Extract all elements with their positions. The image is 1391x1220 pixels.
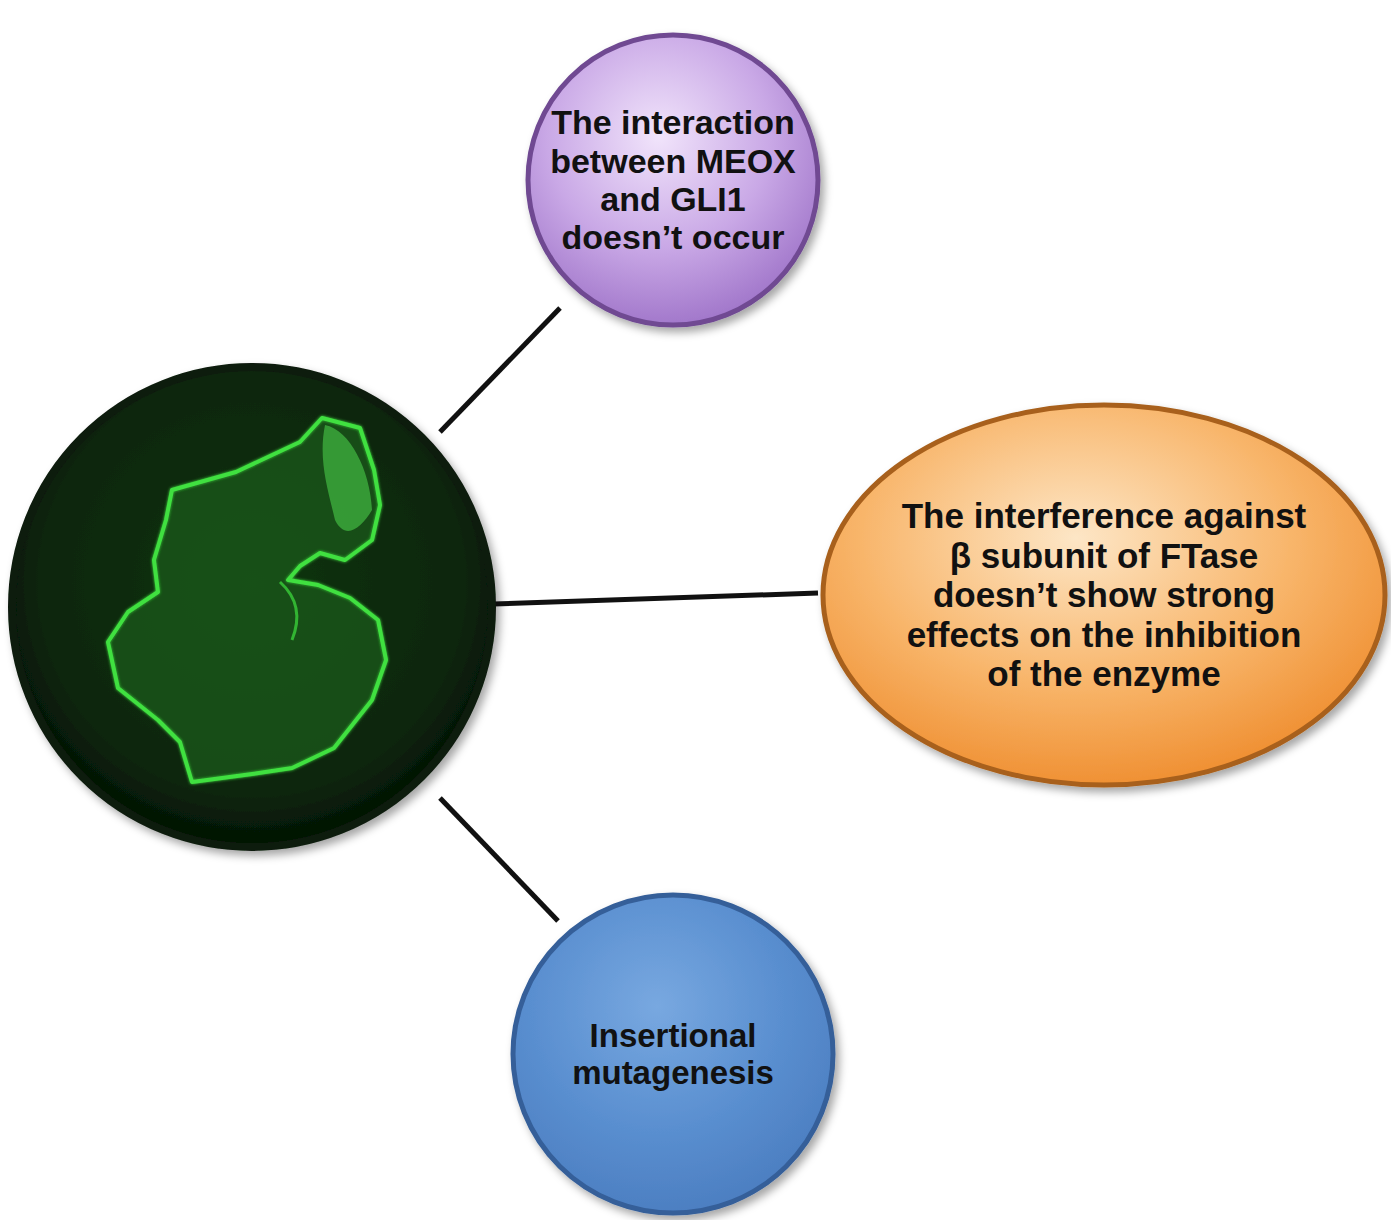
bubble-text: Insertional mutagenesis	[553, 1017, 793, 1092]
cell-bright-patch	[323, 425, 372, 531]
cell-fold	[280, 582, 297, 640]
bubble-node: The interaction between MEOX and GLI1 do…	[523, 30, 823, 330]
micrograph-disc	[12, 367, 492, 847]
micrograph	[12, 367, 492, 847]
leader-line	[440, 308, 560, 432]
bubble-node: Insertional mutagenesis	[508, 890, 838, 1218]
bubble-text: The interference against β subunit of FT…	[899, 496, 1309, 694]
bubble-outline	[528, 35, 818, 325]
connector-lines	[440, 308, 818, 921]
leader-line	[493, 593, 818, 604]
leader-line	[440, 798, 558, 921]
bubble-node: The interference against β subunit of FT…	[818, 400, 1390, 790]
bubble-outline	[513, 895, 833, 1213]
cell-outline	[108, 418, 386, 782]
bubble-text: The interaction between MEOX and GLI1 do…	[548, 103, 798, 257]
bubble-outline	[823, 405, 1385, 785]
